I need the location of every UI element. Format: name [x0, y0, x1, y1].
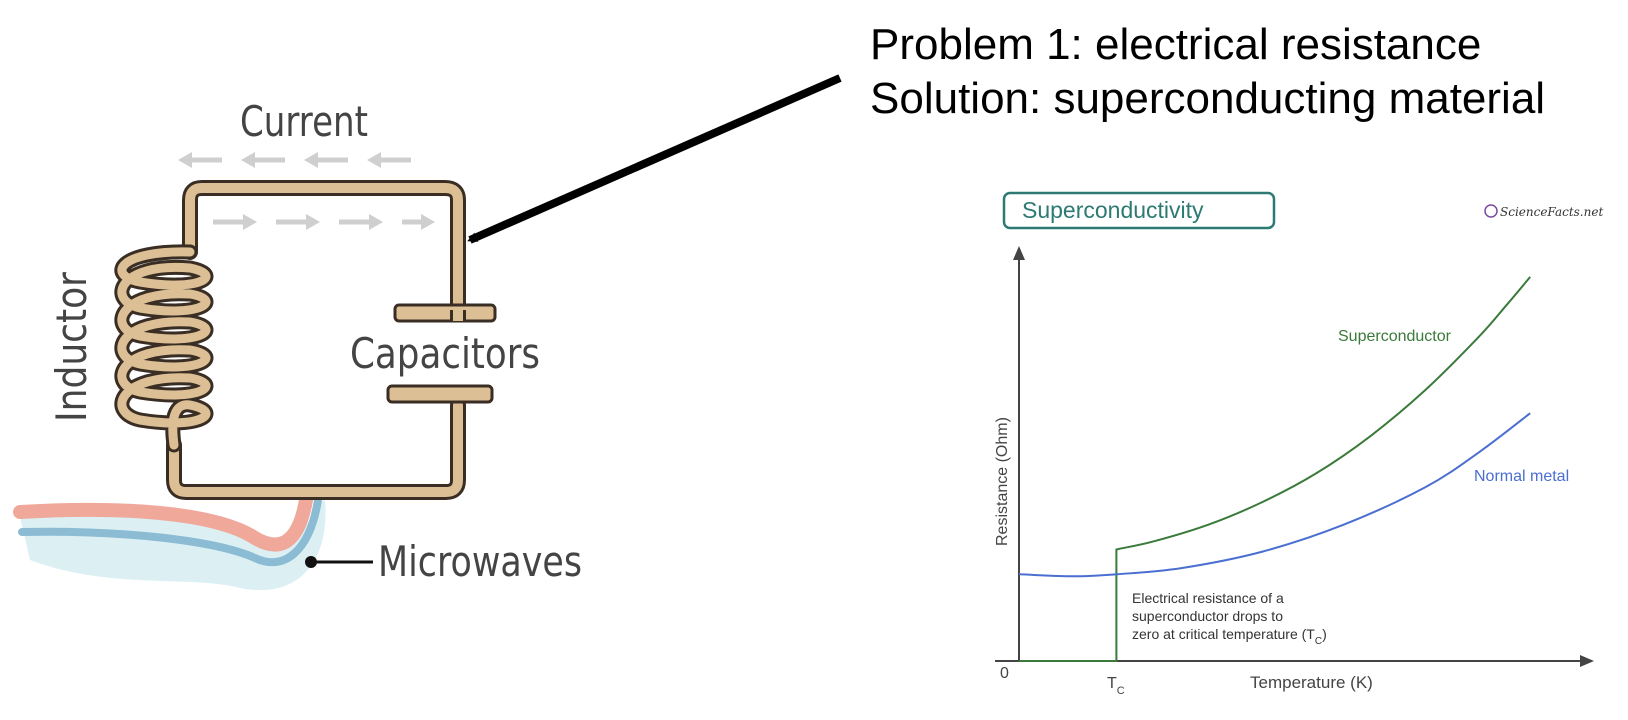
- annotation-line-3: zero at critical temperature (TC): [1132, 626, 1327, 647]
- series-label-superconductor: Superconductor: [1338, 328, 1452, 345]
- current-arrow-icon: [402, 214, 435, 230]
- tc-tick-label: TC: [1107, 675, 1125, 697]
- y-axis-label: Resistance (Ohm): [994, 417, 1011, 546]
- logo-text: ScienceFacts.net: [1500, 205, 1603, 219]
- lc-circuit: Current Capacitors Microwaves Inductor: [13, 97, 582, 591]
- current-arrow-icon: [367, 152, 411, 168]
- superconductivity-chart: Superconductivity ScienceFacts.net 0 TC …: [994, 191, 1603, 697]
- chart-badge-title: Superconductivity: [1022, 197, 1204, 223]
- inductor-coil: [114, 244, 214, 453]
- headline-problem: Problem 1: electrical resistance: [870, 20, 1482, 69]
- series-line-normal-metal: [1018, 412, 1531, 578]
- sciencefacts-logo: ScienceFacts.net: [1484, 204, 1603, 219]
- series-line-superconductor: [1019, 276, 1531, 662]
- chart-badge: [1002, 191, 1276, 230]
- current-label: Current: [240, 97, 368, 146]
- origin-label: 0: [1000, 665, 1009, 682]
- headline-solution: Solution: superconducting material: [870, 74, 1546, 123]
- series-label-normal-metal: Normal metal: [1474, 468, 1569, 485]
- current-arrow-icon: [339, 214, 383, 230]
- atom-icon: [1484, 204, 1498, 218]
- current-arrow-icon: [213, 214, 257, 230]
- current-arrow-icon: [178, 152, 222, 168]
- inductor-label: Inductor: [47, 271, 96, 422]
- capacitor-plates: [386, 303, 497, 404]
- annotation-line-1: Electrical resistance of a: [1132, 590, 1284, 606]
- microwaves-label: Microwaves: [378, 537, 582, 586]
- circuit-wire: [166, 180, 466, 500]
- current-arrows: [178, 152, 435, 230]
- current-arrow-icon: [276, 214, 320, 230]
- current-arrow-icon: [304, 152, 348, 168]
- capacitors-label: Capacitors: [350, 329, 540, 378]
- annotation-line-2: superconductor drops to: [1132, 608, 1283, 624]
- x-axis-label: Temperature (K): [1250, 673, 1373, 692]
- pointer-arrow: [467, 74, 842, 244]
- headline: Problem 1: electrical resistance Solutio…: [870, 18, 1545, 126]
- microwave-beam: [13, 493, 326, 591]
- current-arrow-icon: [241, 152, 285, 168]
